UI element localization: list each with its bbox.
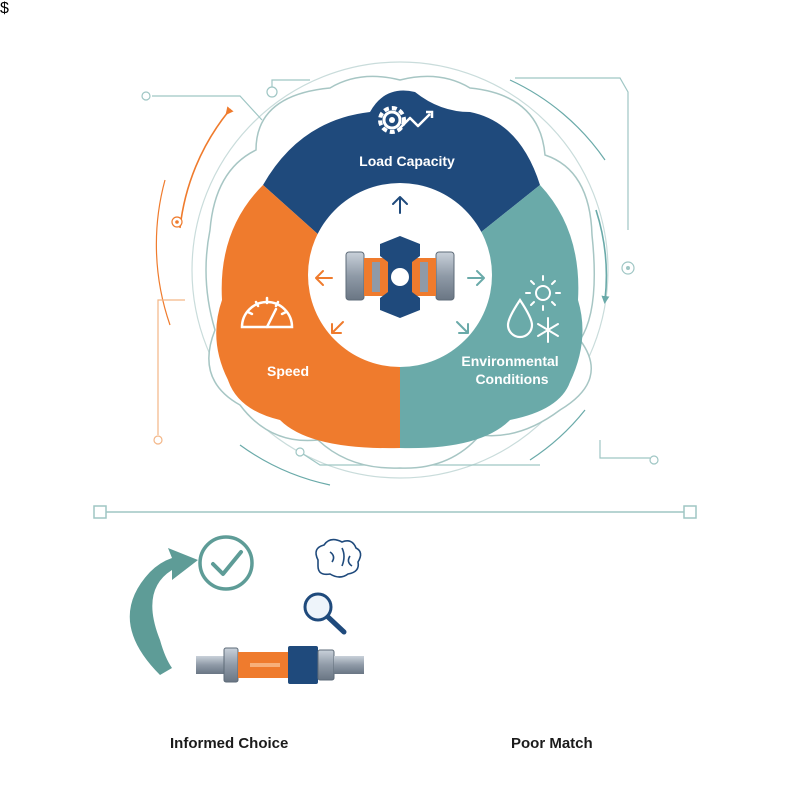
caption-informed-choice: Informed Choice <box>170 735 289 752</box>
circuit-decoration <box>141 61 659 486</box>
check-circle-icon <box>198 535 254 591</box>
segment-label-speed: Speed <box>267 363 309 379</box>
magnifier-icon <box>303 592 347 635</box>
gear-chart-icon <box>378 106 434 134</box>
dollar-icon: $ <box>0 0 9 17</box>
section-divider <box>93 505 697 519</box>
caption-poor-match: Poor Match <box>511 735 593 752</box>
good-coupling-icon <box>196 646 364 684</box>
segment-label-load-capacity: Load Capacity <box>359 153 455 169</box>
segment-load-capacity[interactable] <box>263 90 540 245</box>
segment-environmental-conditions[interactable] <box>400 185 583 449</box>
env-label-line1: Environmental <box>461 353 558 369</box>
curved-arrow-up-icon <box>129 548 198 675</box>
coupling-icon <box>345 236 455 318</box>
env-label-line2: Conditions <box>475 371 548 387</box>
segment-label-environmental-conditions: Environmental Conditions <box>461 353 562 387</box>
brain-icon <box>315 538 362 578</box>
segment-speed[interactable] <box>216 185 400 449</box>
snowflake-icon <box>537 317 559 343</box>
speedometer-icon <box>240 296 294 329</box>
sun-icon <box>525 275 561 311</box>
hub-arrows <box>315 196 485 334</box>
water-drop-icon <box>506 298 534 339</box>
